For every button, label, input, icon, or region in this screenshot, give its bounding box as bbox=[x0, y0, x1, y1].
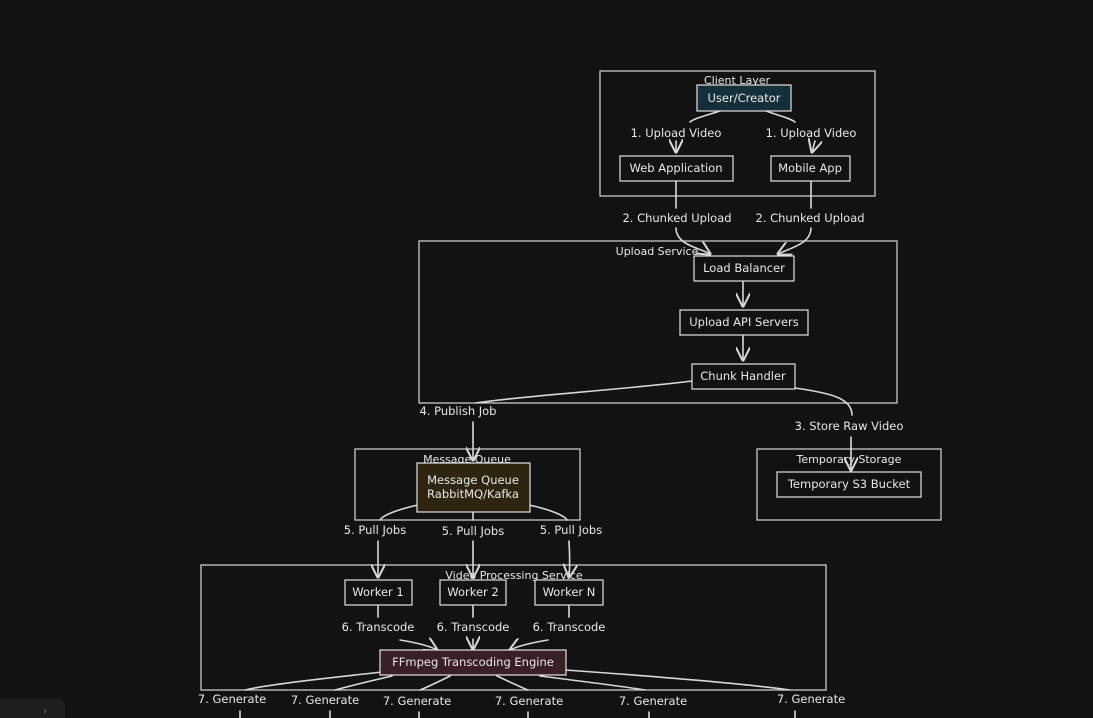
edge-user-web bbox=[689, 110, 721, 123]
edge-ff-gen1 bbox=[244, 671, 383, 691]
node-temporary-s3-bucket[interactable]: Temporary S3 Bucket bbox=[776, 471, 922, 498]
node-label: Mobile App bbox=[778, 161, 842, 175]
label-upload-video-web: 1. Upload Video bbox=[631, 126, 722, 140]
edge-labels: 1. Upload Video 1. Upload Video 2. Chunk… bbox=[198, 126, 904, 708]
edge-user-mobile-tip bbox=[812, 141, 815, 152]
node-label-line2: RabbitMQ/Kafka bbox=[427, 487, 519, 501]
label-generate-6: 7. Generate bbox=[777, 692, 845, 706]
edge-web-lb bbox=[675, 227, 710, 254]
label-pull-jobs-2: 5. Pull Jobs bbox=[442, 524, 504, 538]
edge-chunk-publish bbox=[475, 380, 693, 404]
label-publish-job: 4. Publish Job bbox=[419, 404, 496, 418]
node-web-application[interactable]: Web Application bbox=[619, 155, 734, 182]
edge-mq-wn-top bbox=[528, 504, 568, 521]
label-generate-2: 7. Generate bbox=[291, 693, 359, 707]
label-transcode-1: 6. Transcode bbox=[342, 620, 415, 634]
label-store-raw-video: 3. Store Raw Video bbox=[795, 419, 904, 433]
group-title-temporary-storage: Temporary Storage bbox=[796, 453, 902, 466]
label-generate-1: 7. Generate bbox=[198, 692, 266, 706]
label-transcode-3: 6. Transcode bbox=[533, 620, 606, 634]
label-pull-jobs-3: 5. Pull Jobs bbox=[540, 523, 602, 537]
label-chunked-upload-mobile: 2. Chunked Upload bbox=[755, 211, 864, 225]
node-ffmpeg-transcoding-engine[interactable]: FFmpeg Transcoding Engine bbox=[379, 649, 567, 676]
edges bbox=[239, 110, 853, 718]
node-label: Load Balancer bbox=[703, 261, 785, 275]
edge-ff-gen3 bbox=[419, 675, 451, 691]
edge-chunk-store bbox=[794, 387, 853, 416]
node-upload-api-servers[interactable]: Upload API Servers bbox=[679, 309, 809, 336]
label-pull-jobs-1: 5. Pull Jobs bbox=[344, 523, 406, 537]
node-user-creator[interactable]: User/Creator bbox=[696, 84, 792, 112]
node-label-line1: Message Queue bbox=[427, 473, 519, 487]
group-client-layer: Client Layer bbox=[599, 70, 876, 197]
node-label: Worker 1 bbox=[352, 585, 404, 599]
node-worker-1[interactable]: Worker 1 bbox=[344, 579, 413, 606]
node-label: Web Application bbox=[630, 161, 723, 175]
edge-ff-gen5 bbox=[539, 675, 646, 691]
group-title-upload-service: Upload Service bbox=[616, 245, 699, 258]
label-generate-5: 7. Generate bbox=[619, 694, 687, 708]
collapsed-panel-tab[interactable]: › bbox=[0, 698, 65, 718]
node-message-queue[interactable]: Message Queue RabbitMQ/Kafka bbox=[416, 462, 531, 513]
label-generate-4: 7. Generate bbox=[495, 694, 563, 708]
node-label: User/Creator bbox=[708, 91, 781, 105]
node-worker-n[interactable]: Worker N bbox=[534, 579, 604, 606]
label-upload-video-mobile: 1. Upload Video bbox=[766, 126, 857, 140]
node-label: Upload API Servers bbox=[689, 315, 799, 329]
edge-ff-gen4 bbox=[496, 675, 529, 691]
label-generate-3: 7. Generate bbox=[383, 694, 451, 708]
edge-ff-gen2 bbox=[334, 675, 393, 691]
node-chunk-handler[interactable]: Chunk Handler bbox=[691, 363, 796, 390]
node-label: FFmpeg Transcoding Engine bbox=[392, 655, 554, 669]
node-load-balancer[interactable]: Load Balancer bbox=[693, 255, 795, 282]
group-title-client-layer: Client Layer bbox=[704, 74, 770, 87]
edge-tc1-ff bbox=[399, 640, 437, 650]
label-chunked-upload-web: 2. Chunked Upload bbox=[622, 211, 731, 225]
label-transcode-2: 6. Transcode bbox=[437, 620, 510, 634]
node-worker-2[interactable]: Worker 2 bbox=[439, 579, 507, 606]
edge-mq-wn bbox=[569, 540, 570, 577]
edge-tc3-ff bbox=[510, 640, 549, 650]
node-label: Worker N bbox=[543, 585, 596, 599]
group-upload-service: Upload Service bbox=[418, 240, 898, 404]
edge-user-mobile bbox=[765, 110, 796, 123]
node-label: Temporary S3 Bucket bbox=[787, 477, 911, 491]
node-mobile-app[interactable]: Mobile App bbox=[770, 155, 851, 182]
edge-mq-w1-top bbox=[379, 504, 419, 521]
edge-ff-gen6 bbox=[564, 669, 791, 691]
chevron-right-icon[interactable]: › bbox=[43, 706, 47, 717]
edge-mobile-lb bbox=[778, 227, 812, 254]
node-label: Worker 2 bbox=[447, 585, 499, 599]
node-label: Chunk Handler bbox=[700, 369, 786, 383]
